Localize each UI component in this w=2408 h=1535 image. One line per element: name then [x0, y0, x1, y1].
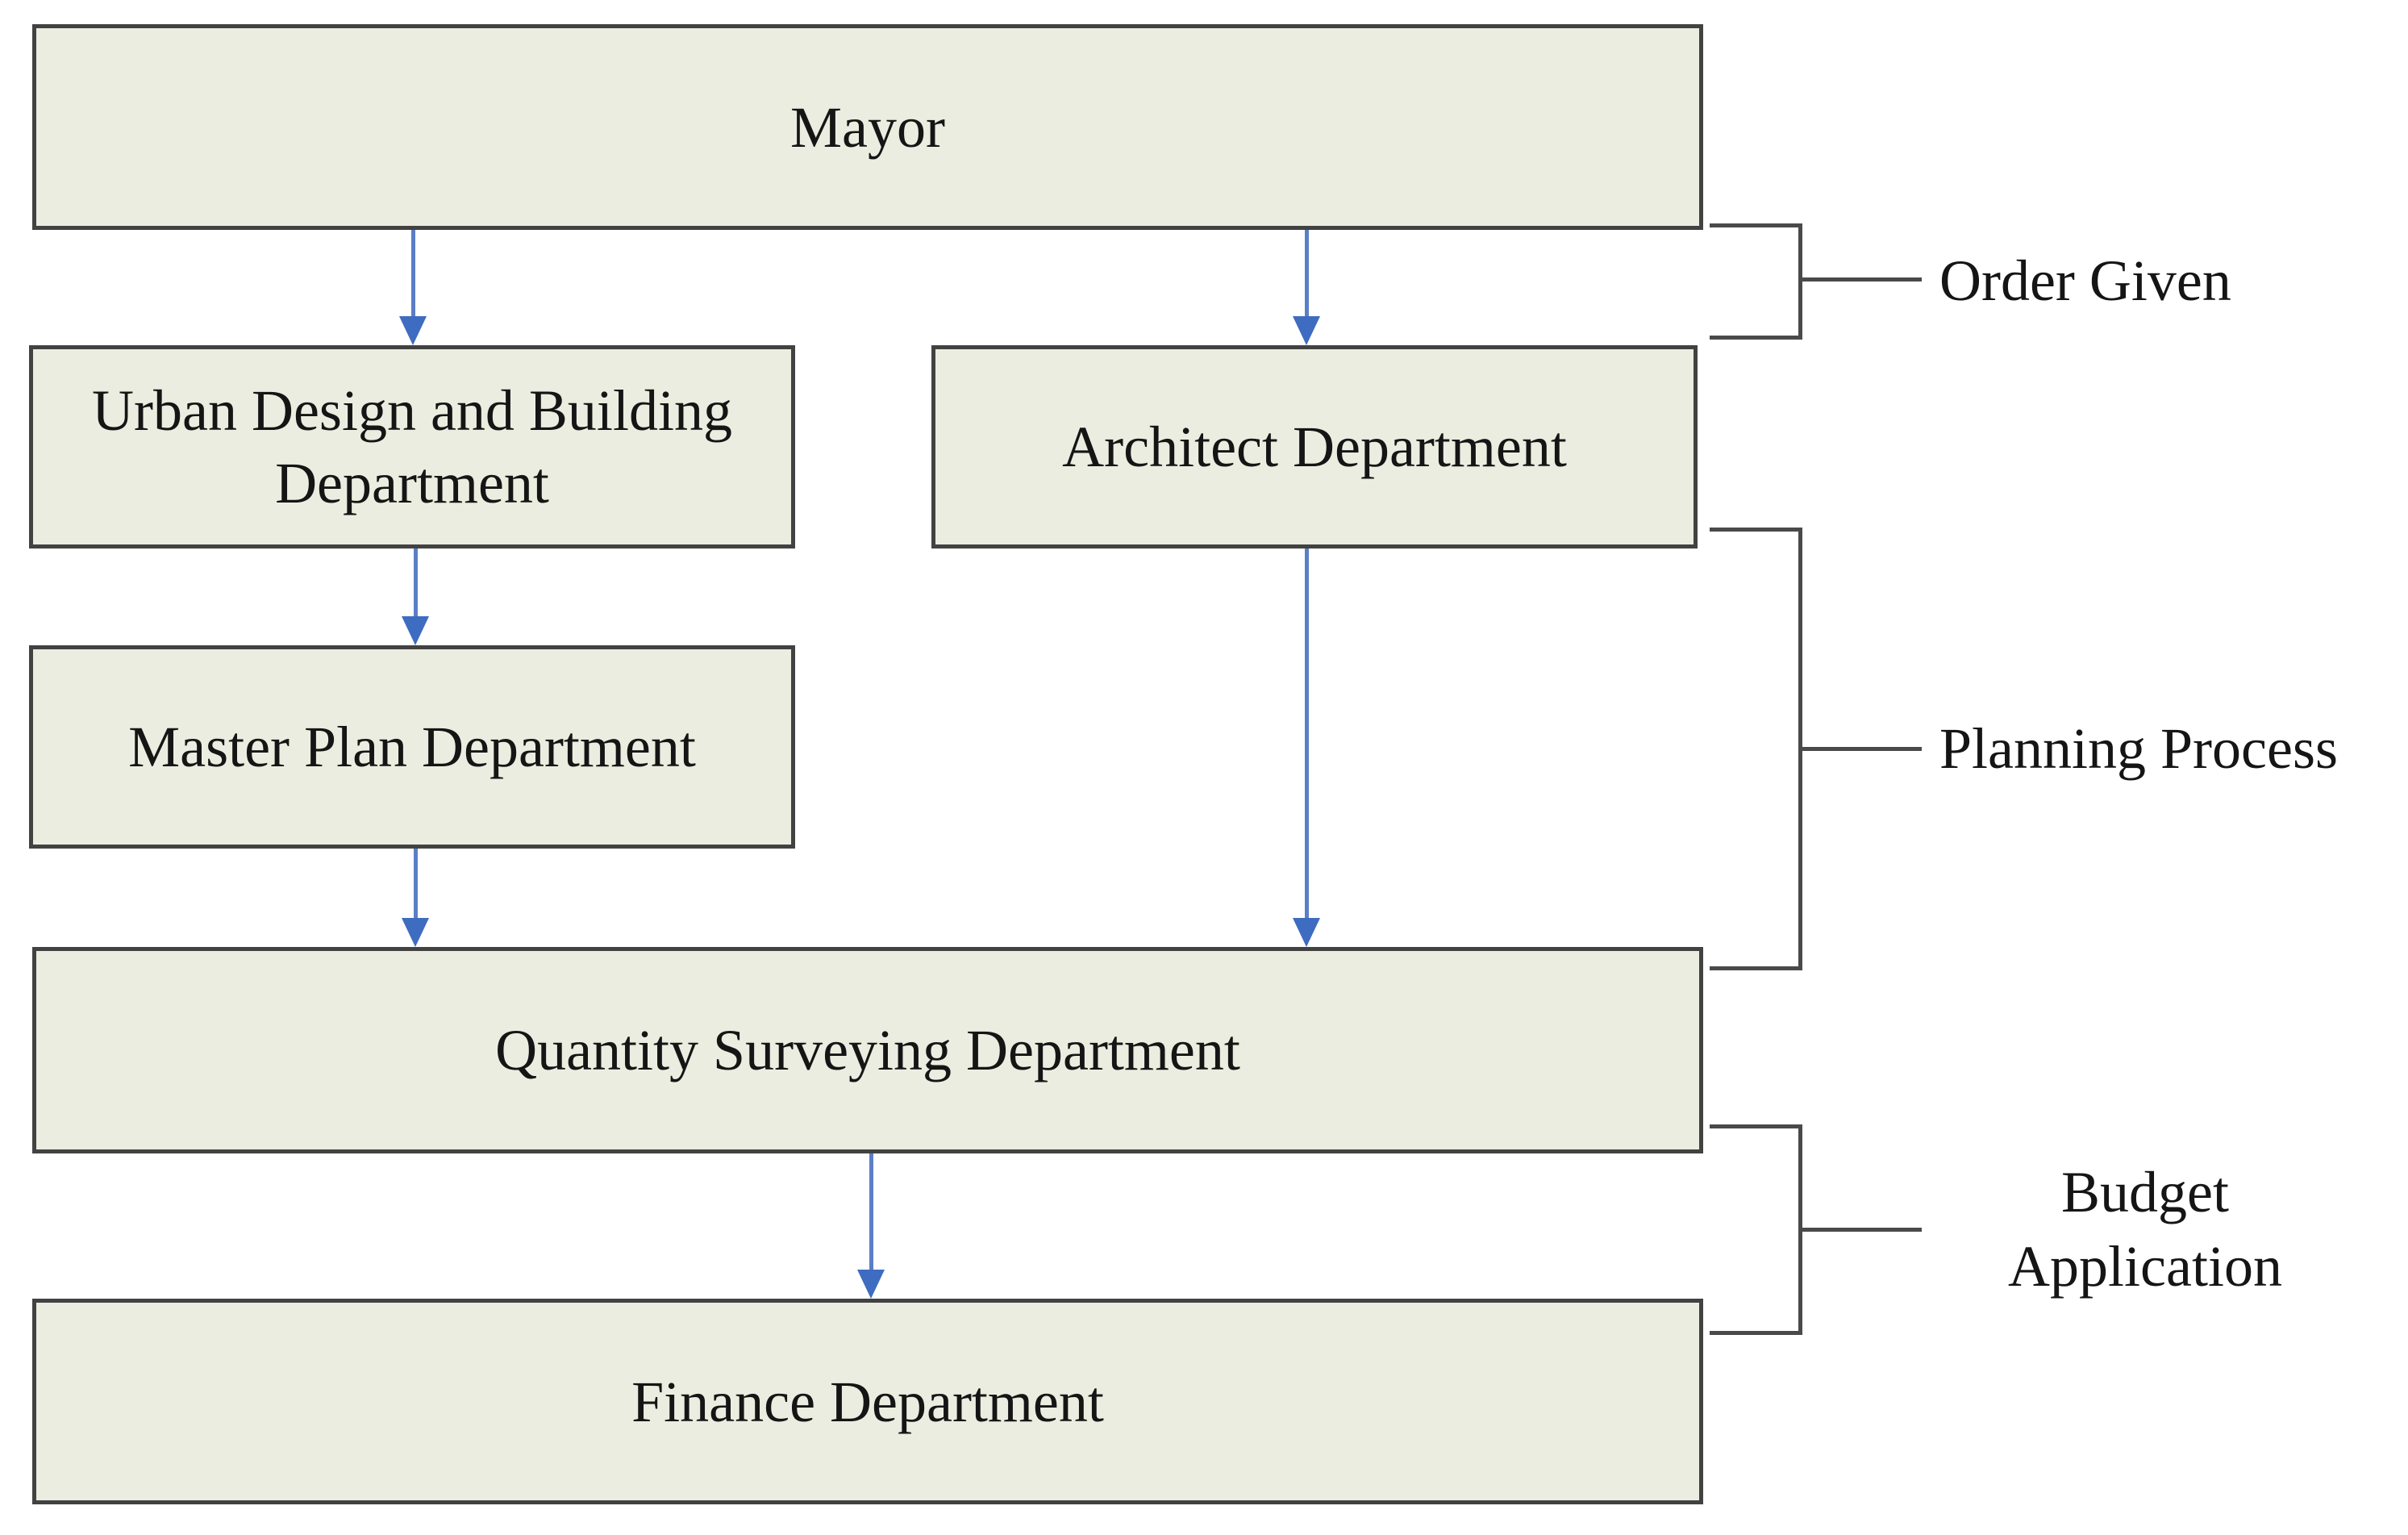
- bracket-planning-process-top-line: [1710, 528, 1802, 532]
- node-quantity-surveying-department-label: Quantity Surveying Department: [495, 1018, 1240, 1082]
- node-mayor-label: Mayor: [790, 94, 945, 160]
- bracket-order-given-bottom-line: [1710, 336, 1802, 340]
- bracket-order-given-top-line: [1710, 223, 1802, 227]
- arrow-urban-design-to-master-plan-head-icon: [402, 616, 429, 645]
- node-master-plan-department-label: Master Plan Department: [128, 715, 696, 779]
- node-urban-design-building-department: Urban Design and Building Department: [29, 345, 795, 549]
- arrow-quantity-surveying-to-finance-stem: [869, 1153, 873, 1270]
- bracket-budget-application-vertical-line: [1798, 1124, 1802, 1335]
- bracket-planning-process-connector-line: [1802, 747, 1922, 751]
- arrow-urban-design-to-master-plan-stem: [414, 549, 418, 616]
- annotation-order-given: Order Given: [1939, 248, 2231, 313]
- node-mayor: Mayor: [32, 24, 1703, 230]
- node-urban-design-building-department-label: Urban Design and Building Department: [92, 378, 732, 515]
- bracket-order-given-connector-line: [1802, 277, 1922, 282]
- bracket-planning-process-bottom-line: [1710, 966, 1802, 970]
- arrow-master-plan-to-quantity-surveying-stem: [414, 849, 418, 918]
- arrow-master-plan-to-quantity-surveying-head-icon: [402, 918, 429, 947]
- arrow-quantity-surveying-to-finance-head-icon: [857, 1270, 885, 1299]
- node-architect-department-label: Architect Department: [1062, 415, 1567, 479]
- node-architect-department: Architect Department: [931, 345, 1698, 549]
- arrow-architect-to-quantity-surveying-stem: [1305, 549, 1309, 918]
- bracket-planning-process-vertical-line: [1798, 528, 1802, 970]
- annotation-budget-application: Budget Application: [2008, 1160, 2282, 1299]
- node-finance-department-label: Finance Department: [631, 1369, 1104, 1434]
- node-quantity-surveying-department: Quantity Surveying Department: [32, 947, 1703, 1153]
- arrow-mayor-to-urban-design-stem: [411, 230, 415, 316]
- node-master-plan-department: Master Plan Department: [29, 645, 795, 849]
- annotation-planning-process: Planning Process: [1939, 716, 2338, 781]
- arrow-mayor-to-architect-head-icon: [1293, 316, 1320, 345]
- bracket-budget-application-bottom-line: [1710, 1331, 1802, 1335]
- arrow-mayor-to-architect-stem: [1305, 230, 1309, 316]
- bracket-budget-application-connector-line: [1802, 1228, 1922, 1232]
- arrow-mayor-to-urban-design-head-icon: [399, 316, 427, 345]
- node-finance-department: Finance Department: [32, 1299, 1703, 1504]
- bracket-budget-application-top-line: [1710, 1124, 1802, 1128]
- arrow-architect-to-quantity-surveying-head-icon: [1293, 918, 1320, 947]
- bracket-order-given-vertical-line: [1798, 223, 1802, 340]
